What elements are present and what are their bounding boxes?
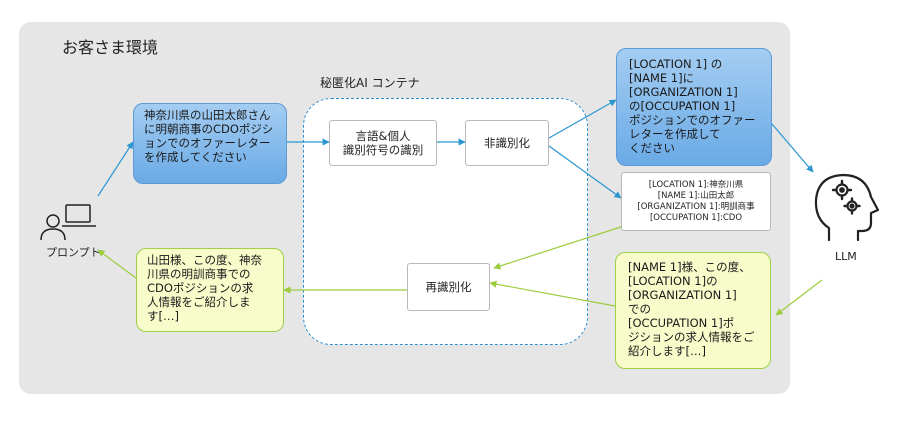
environment-title: お客さま環境 bbox=[62, 38, 159, 57]
identify-step: 言語&個人 識別符号の識別 bbox=[329, 120, 437, 166]
deidentify-step: 非識別化 bbox=[465, 120, 549, 166]
arrow-final-to-user bbox=[97, 249, 137, 279]
arrow-mapping-to-reidentify bbox=[493, 223, 631, 270]
reidentify-step: 再識別化 bbox=[407, 263, 490, 311]
llm-head-gears-icon bbox=[814, 173, 880, 242]
masked-response-box: [NAME 1]様、この度、 [LOCATION 1]の [ORGANIZATI… bbox=[615, 252, 771, 369]
arrow-deidentify-to-mapping bbox=[548, 145, 622, 199]
llm-label: LLM bbox=[835, 250, 857, 263]
original-prompt-box: 神奈川県の山田太郎さんに明朝商事のCDOポジションでのオファーレターを作成してく… bbox=[133, 103, 287, 184]
arrow-user-to-prompt bbox=[97, 141, 134, 197]
masked-prompt-box: [LOCATION 1] の [NAME 1]に [ORGANIZATION 1… bbox=[616, 48, 772, 166]
entity-mapping-table: [LOCATION 1]:神奈川県 [NAME 1]:山田太郎 [ORGANIZ… bbox=[621, 172, 771, 231]
arrow-deidentify-to-masked bbox=[548, 99, 617, 139]
arrow-masked-to-llm bbox=[771, 123, 814, 173]
final-response-box: 山田様、この度、神奈 川県の明訓商事での CDOポジションの求 人情報をご紹介し… bbox=[136, 248, 284, 332]
arrow-llm-to-response bbox=[775, 279, 823, 316]
container-title: 秘匿化AI コンテナ bbox=[320, 76, 420, 90]
user-label: プロンプト bbox=[46, 246, 101, 259]
arrow-response-to-reidentify bbox=[489, 280, 616, 307]
original-prompt-text: 神奈川県の山田太郎さんに明朝商事のCDOポジションでのオファーレターを作成してく… bbox=[144, 108, 274, 164]
user-laptop-icon bbox=[40, 204, 96, 241]
